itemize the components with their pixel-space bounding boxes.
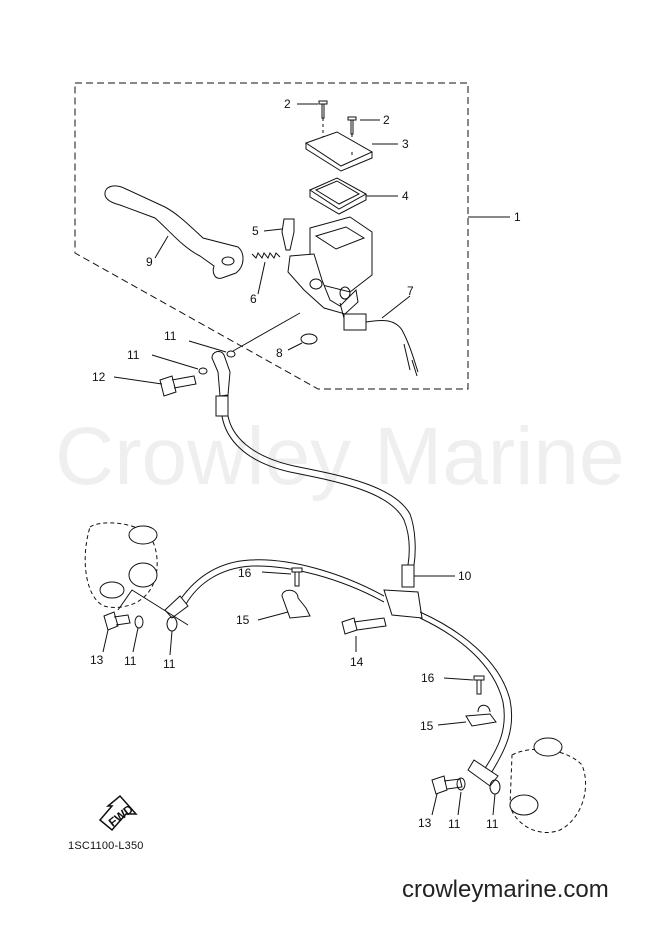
clamp-left: [281, 589, 311, 619]
callout-15b: 15: [420, 719, 434, 733]
brake-switch: [343, 313, 419, 377]
banjo-bolt-right: [431, 775, 463, 795]
bleed-cap: [300, 333, 318, 345]
banjo-bolt-upper: [159, 375, 197, 397]
cap-screws: [318, 100, 357, 135]
caliper-right: [509, 737, 586, 834]
spring-part: [251, 252, 281, 259]
callout-13b: 13: [418, 816, 432, 830]
assembly-boundary: [74, 82, 469, 390]
callout-12: 12: [92, 370, 106, 384]
callout-9: 9: [146, 255, 153, 269]
brake-hose-right: [419, 611, 513, 776]
hose-joint: [383, 589, 423, 619]
callout-13a: 13: [90, 653, 104, 667]
callout-10: 10: [458, 569, 472, 583]
master-cylinder-body: [287, 216, 373, 323]
callout-7: 7: [407, 284, 414, 298]
callout-11c: 11: [124, 654, 137, 668]
reservoir-cap: [304, 131, 374, 172]
brake-hose-upper: [221, 415, 410, 566]
callout-14: 14: [350, 655, 364, 669]
watermark: Crowley Marine: [55, 411, 625, 502]
callout-3: 3: [402, 137, 409, 151]
callout-11b: 11: [127, 348, 140, 362]
pivot-bolt: [281, 218, 295, 251]
clamp-right: [465, 704, 497, 727]
callout-5: 5: [252, 224, 259, 238]
caliper-left: [84, 522, 189, 626]
callout-1: 1: [514, 210, 521, 224]
brake-hose-left: [179, 559, 385, 601]
callout-2a: 2: [284, 97, 291, 111]
callout-8: 8: [276, 346, 283, 360]
callout-15a: 15: [236, 613, 250, 627]
joint-bolt: [341, 617, 387, 635]
clamp-bolt-left: [291, 567, 303, 587]
banjo-bolt-left: [103, 611, 131, 631]
callout-2b: 2: [383, 113, 390, 127]
diaphragm: [308, 177, 368, 215]
banjo-fitting-upper: [211, 350, 231, 397]
callout-11e: 11: [448, 817, 461, 831]
clamp-bolt-right: [473, 675, 485, 695]
callout-11f: 11: [486, 817, 499, 831]
callout-16b: 16: [421, 671, 435, 685]
diagram-code: 1SC1100-L350: [68, 840, 144, 852]
lever-part: [104, 185, 244, 279]
callout-6: 6: [250, 292, 257, 306]
site-footer-text: crowleymarine.com: [402, 876, 609, 903]
callout-4: 4: [402, 189, 409, 203]
callout-16a: 16: [238, 566, 252, 580]
callout-11a: 11: [164, 329, 177, 343]
callout-11d: 11: [163, 657, 176, 671]
fwd-arrow: [98, 794, 138, 832]
